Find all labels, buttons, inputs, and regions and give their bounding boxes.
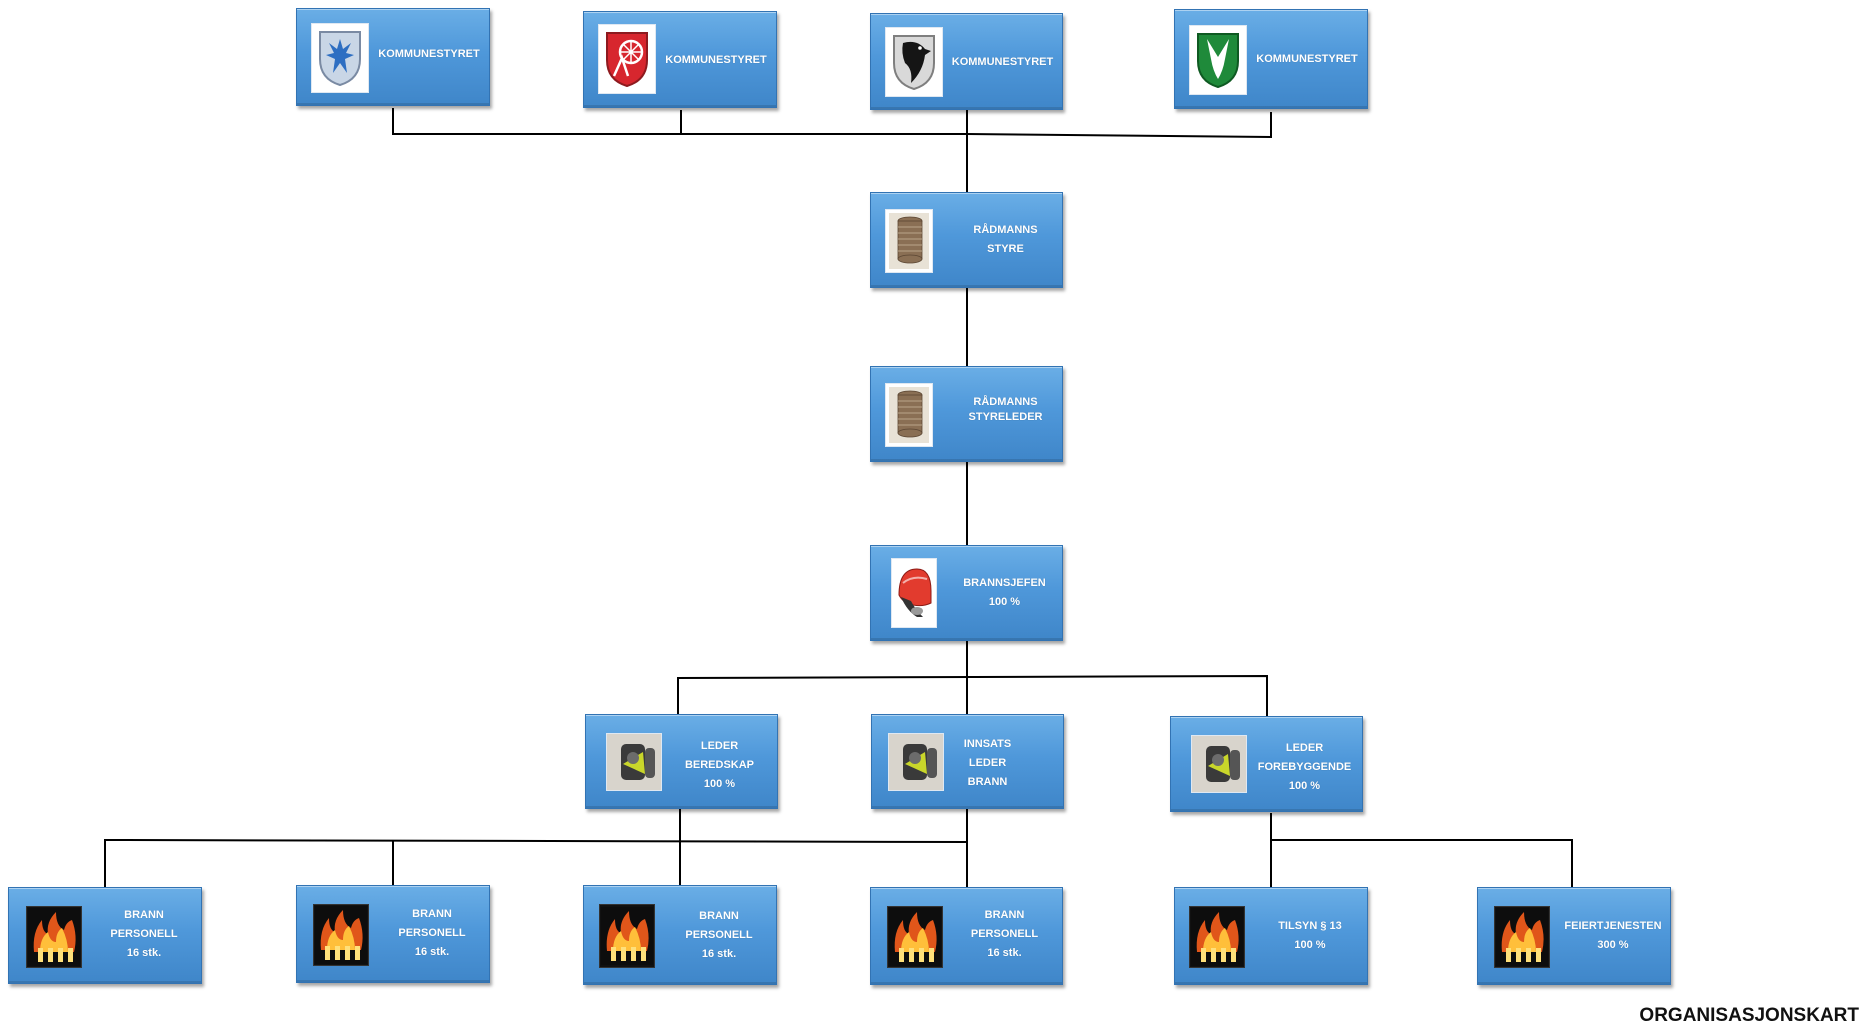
node-label: BRANN PERSONELL 16 stk. xyxy=(398,908,466,958)
connector-k4 xyxy=(966,112,1272,139)
fire-icon xyxy=(887,906,943,968)
node-label: RÅDMANNS STYRELEDER xyxy=(968,396,1043,423)
fire-icon xyxy=(313,904,369,966)
node-kommunestyret-2[interactable]: KOMMUNESTYRET xyxy=(583,11,777,108)
breathing-apparatus-icon xyxy=(888,733,944,791)
node-kommunestyret-4[interactable]: KOMMUNESTYRET xyxy=(1174,9,1368,109)
node-brannsjefen[interactable]: BRANNSJEFEN 100 % xyxy=(870,545,1063,641)
connector-lb xyxy=(677,674,1268,716)
green-fox-shield-icon xyxy=(1189,25,1247,95)
fire-icon xyxy=(26,906,82,968)
coin-stack-icon xyxy=(885,383,933,447)
connector-fe xyxy=(1271,839,1573,887)
node-innsats-leder-brann[interactable]: INNSATS LEDER BRANN xyxy=(871,714,1064,809)
node-leder-forebyggende[interactable]: LEDER FOREBYGGENDE 100 % xyxy=(1170,716,1363,812)
node-brann-personell-2[interactable]: BRANN PERSONELL 16 stk. xyxy=(296,885,490,983)
node-label: RÅDMANNS STYRE xyxy=(973,224,1038,255)
red-spinning-wheel-shield-icon xyxy=(598,24,656,94)
node-radmanns-styre[interactable]: RÅDMANNS STYRE xyxy=(870,192,1063,288)
node-label: KOMMUNESTYRET xyxy=(951,56,1054,68)
connector-k1 xyxy=(392,108,967,135)
node-label: LEDER BEREDSKAP 100 % xyxy=(684,740,755,790)
node-label: KOMMUNESTYRET xyxy=(665,54,767,66)
node-kommunestyret-1[interactable]: KOMMUNESTYRET xyxy=(296,8,490,106)
breathing-apparatus-icon xyxy=(606,733,662,791)
node-tilsyn[interactable]: TILSYN § 13 100 % xyxy=(1174,887,1368,985)
coin-stack-icon xyxy=(885,209,933,273)
node-label: BRANN PERSONELL 16 stk. xyxy=(685,910,753,960)
connector-personell-bus xyxy=(104,838,968,892)
fire-icon xyxy=(1494,906,1550,968)
node-label: KOMMUNESTYRET xyxy=(378,48,480,60)
node-label: TILSYN § 13 100 % xyxy=(1278,920,1342,951)
node-brann-personell-1[interactable]: BRANN PERSONELL 16 stk. xyxy=(8,887,202,984)
node-radmanns-styreleder[interactable]: RÅDMANNS STYRELEDER xyxy=(870,366,1063,462)
node-kommunestyret-3[interactable]: KOMMUNESTYRET xyxy=(870,13,1063,110)
node-label: LEDER FOREBYGGENDE 100 % xyxy=(1257,742,1352,792)
node-label: BRANN PERSONELL 16 stk. xyxy=(110,909,178,959)
page-title: ORGANISASJONSKART xyxy=(1639,1005,1859,1026)
breathing-apparatus-icon xyxy=(1191,735,1247,793)
fire-icon xyxy=(599,904,655,968)
node-label: KOMMUNESTYRET xyxy=(1256,53,1358,65)
node-brann-personell-3[interactable]: BRANN PERSONELL 16 stk. xyxy=(583,885,777,985)
fire-icon xyxy=(1189,906,1245,968)
node-label: BRANN PERSONELL 16 stk. xyxy=(970,909,1039,959)
blue-crest-shield-icon xyxy=(311,23,369,93)
node-label: BRANNSJEFEN 100 % xyxy=(963,577,1046,608)
fire-helmet-icon xyxy=(891,558,937,628)
node-brann-personell-4[interactable]: BRANN PERSONELL 16 stk. xyxy=(870,887,1063,985)
node-leder-beredskap[interactable]: LEDER BEREDSKAP 100 % xyxy=(585,714,778,809)
node-label: INNSATS LEDER BRANN xyxy=(963,738,1012,788)
node-feiertjenesten[interactable]: FEIERTJENESTEN 300 % xyxy=(1477,887,1671,985)
black-bird-shield-icon xyxy=(885,27,943,97)
node-label: FEIERTJENESTEN 300 % xyxy=(1564,920,1662,951)
